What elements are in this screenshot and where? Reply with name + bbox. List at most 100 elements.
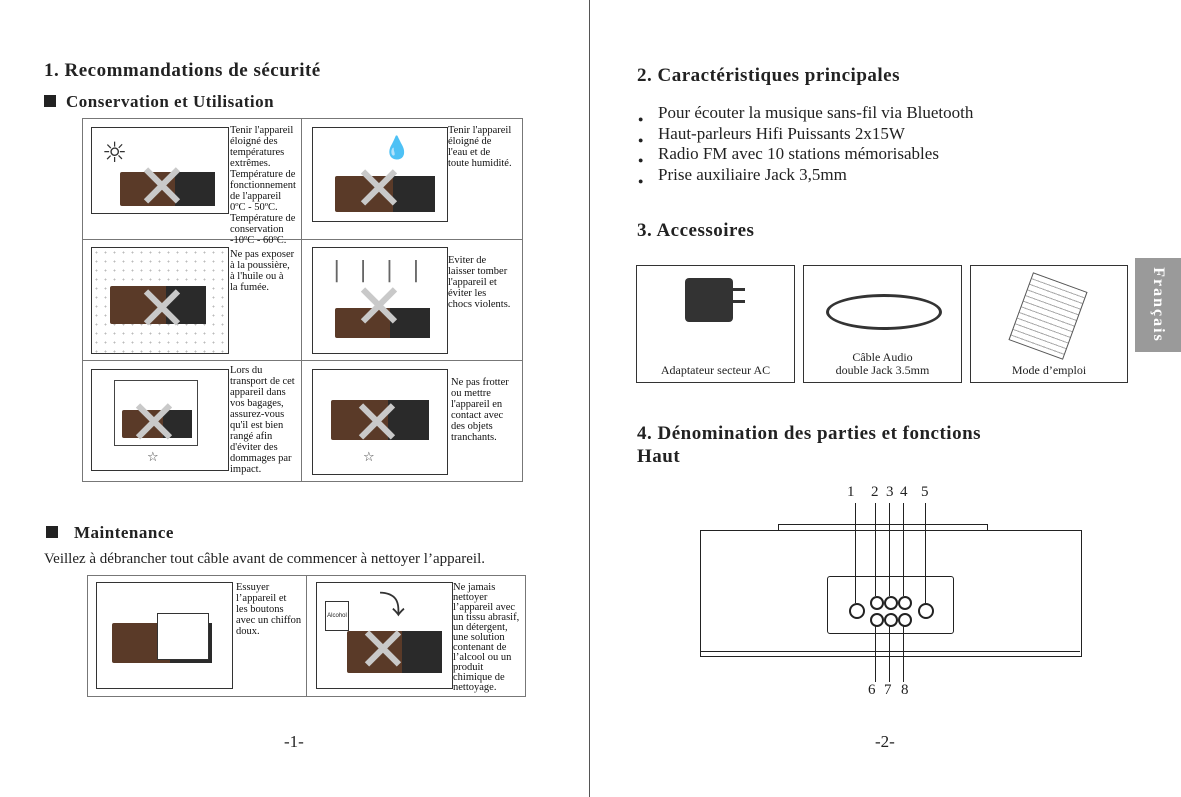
leader-line xyxy=(889,503,890,596)
callout-number: 4 xyxy=(900,484,908,500)
callout-number: 3 xyxy=(886,484,894,500)
accessory-manual: Mode d’emploi xyxy=(970,265,1128,383)
language-tab-label: Français xyxy=(1150,267,1167,343)
safety-caption: Tenir l'appareil éloigné des température… xyxy=(230,125,296,246)
callout-number: 8 xyxy=(901,682,909,698)
control-panel xyxy=(827,576,954,634)
safety-illustration: ✕ ☆ xyxy=(91,369,229,471)
leader-line xyxy=(875,625,876,682)
speaker-illustration xyxy=(347,631,442,673)
grid-line xyxy=(301,119,302,481)
accessory-cable: Câble Audio double Jack 3.5mm xyxy=(803,265,962,383)
grid-line xyxy=(83,360,522,361)
safety-illustration: 💧 ✕ xyxy=(312,127,448,222)
alcohol-bottle: Alcohol xyxy=(325,601,349,631)
cross-icon: ✕ xyxy=(136,150,188,214)
square-bullet-icon xyxy=(46,526,58,539)
maintenance-caption: Essuyer l’appareil et les boutons avec u… xyxy=(236,582,302,637)
star-icon: ☆ xyxy=(147,450,159,465)
features-list: Pour écouter la musique sans-fil via Blu… xyxy=(638,103,973,191)
language-tab: Français xyxy=(1135,258,1181,352)
safety-illustration: ✕ ☆ xyxy=(312,369,448,475)
safety-illustration: ☼ ✕ xyxy=(91,127,229,214)
star-icon: ☆ xyxy=(363,450,375,465)
speaker-illustration xyxy=(335,176,435,212)
feature-item: Prise auxiliaire Jack 3,5mm xyxy=(638,165,973,191)
safety-caption: Tenir l'appareil éloigné de l'eau et de … xyxy=(448,125,512,169)
cross-icon: ✕ xyxy=(357,613,409,686)
accessory-label: Mode d’emploi xyxy=(1011,363,1087,377)
maintenance-illustration: Alcohol ⤵ ✕ xyxy=(316,582,453,689)
page-number-right: -2- xyxy=(875,732,895,751)
adapter-illustration xyxy=(685,278,733,322)
maintenance-heading: Maintenance xyxy=(46,523,174,543)
safety-caption: Ne pas exposer à la poussière, à l'huile… xyxy=(230,249,295,293)
safety-caption: Eviter de laisser tomber l'appareil et é… xyxy=(448,255,511,310)
leader-line xyxy=(875,503,876,596)
speaker-illustration xyxy=(120,172,215,206)
conservation-title: Conservation et Utilisation xyxy=(66,92,275,111)
cloth-illustration xyxy=(157,613,209,660)
callout-number: 2 xyxy=(871,484,879,500)
button-2[interactable] xyxy=(870,596,884,610)
accessory-label: Adaptateur secteur AC xyxy=(660,363,771,377)
falling-lines-icon: | | | | xyxy=(333,258,426,283)
page-divider xyxy=(589,0,590,797)
cable-illustration xyxy=(826,294,942,330)
adapter-prong xyxy=(731,300,745,303)
maintenance-grid: Essuyer l’appareil et les boutons avec u… xyxy=(87,575,526,697)
grid-line xyxy=(306,576,307,696)
luggage-illustration xyxy=(114,380,198,446)
leader-line xyxy=(903,503,904,596)
adapter-prong xyxy=(731,288,745,291)
callout-number: 5 xyxy=(921,484,929,500)
curved-arrow-icon: ⤵ xyxy=(379,591,406,621)
section3-title: 3. Accessoires xyxy=(637,220,755,241)
accessory-label: Câble Audio double Jack 3.5mm xyxy=(835,350,930,377)
leader-line xyxy=(903,625,904,682)
maintenance-illustration xyxy=(96,582,233,689)
button-4[interactable] xyxy=(898,596,912,610)
button-6[interactable] xyxy=(870,613,884,627)
button-8[interactable] xyxy=(898,613,912,627)
section1-title: 1. Recommandations de sécurité xyxy=(44,60,321,81)
grid-line xyxy=(83,239,522,240)
callout-number: 6 xyxy=(868,682,876,698)
cross-icon: ✕ xyxy=(351,386,403,459)
leader-line xyxy=(925,503,926,603)
square-bullet-icon xyxy=(44,95,56,108)
maintenance-text: Veillez à débrancher tout câble avant de… xyxy=(44,551,486,567)
manual-illustration xyxy=(1008,272,1088,360)
section4-subtitle: Haut xyxy=(637,446,681,467)
section4-heading: 4. Dénomination des parties et fonctions… xyxy=(637,422,981,468)
speaker-illustration xyxy=(335,308,430,338)
accessory-adapter: Adaptateur secteur AC xyxy=(636,265,795,383)
section4-title: 4. Dénomination des parties et fonctions xyxy=(637,423,982,444)
callout-number: 7 xyxy=(884,682,892,698)
leader-line xyxy=(889,625,890,682)
knob-5[interactable] xyxy=(918,603,934,619)
section2-title: 2. Caractéristiques principales xyxy=(637,65,901,86)
conservation-heading: Conservation et Utilisation xyxy=(44,92,274,112)
leader-line xyxy=(855,503,856,603)
speaker-illustration xyxy=(331,400,429,440)
cross-icon: ✕ xyxy=(136,272,188,345)
antenna xyxy=(778,524,988,531)
safety-caption: Ne pas frotter ou mettre l'appareil en c… xyxy=(451,377,509,443)
page-number-left: -1- xyxy=(284,732,304,751)
button-7[interactable] xyxy=(884,613,898,627)
cross-icon: ✕ xyxy=(353,152,405,222)
device-edge xyxy=(700,651,1080,656)
sun-icon: ☼ xyxy=(102,136,128,169)
safety-grid: ☼ ✕ Tenir l'appareil éloigné des tempéra… xyxy=(82,118,523,482)
feature-item: Pour écouter la musique sans-fil via Blu… xyxy=(638,103,973,129)
button-3[interactable] xyxy=(884,596,898,610)
maintenance-title: Maintenance xyxy=(74,523,174,542)
cross-icon: ✕ xyxy=(128,386,180,459)
maintenance-caption: Ne jamais nettoyer l’appareil avec un ti… xyxy=(453,582,520,693)
water-drop-icon: 💧 xyxy=(383,136,411,161)
speaker-illustration xyxy=(110,286,206,324)
callout-number: 1 xyxy=(847,484,855,500)
feature-item: Haut-parleurs Hifi Puissants 2x15W xyxy=(638,124,973,150)
knob-1[interactable] xyxy=(849,603,865,619)
